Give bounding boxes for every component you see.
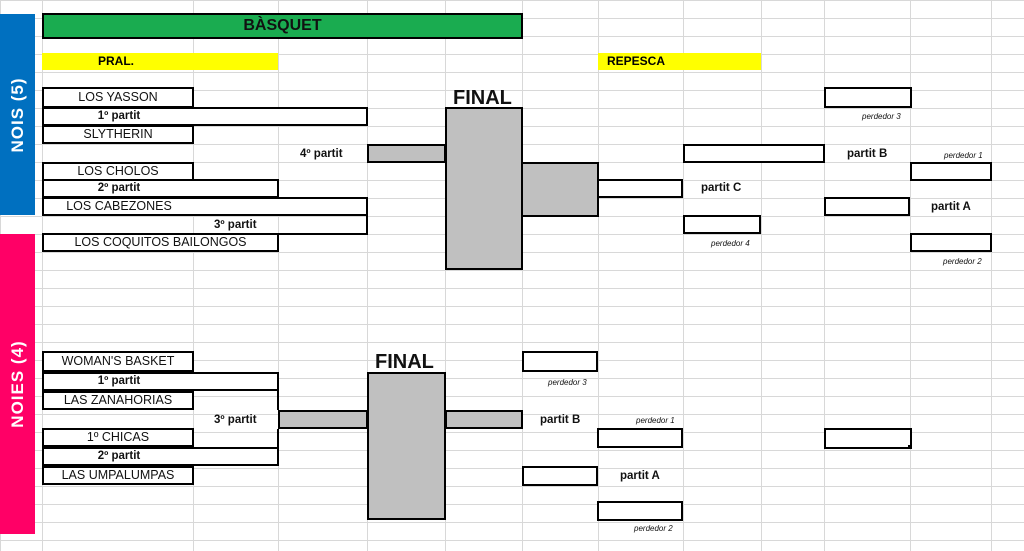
repesca-cell[interactable]: [683, 215, 761, 234]
partit-label: partit B: [847, 148, 888, 160]
perdedor-label: perdedor 3: [862, 112, 901, 121]
grid-column-line: [910, 0, 911, 551]
fill-handle[interactable]: [908, 445, 910, 447]
repesca-label: REPESCA: [607, 54, 666, 68]
grid-column-line: [445, 0, 446, 551]
team-label: LOS CABEZONES: [66, 199, 172, 213]
final-block: [445, 107, 523, 270]
match-label: 1º partit: [97, 110, 141, 122]
repesca-cell[interactable]: [824, 87, 912, 108]
perdedor-label: perdedor 2: [634, 524, 673, 533]
match-cell[interactable]: 1º partit: [42, 107, 368, 126]
team-cell[interactable]: LOS YASSON: [42, 87, 194, 108]
match-cell[interactable]: 2º partit: [42, 179, 279, 198]
connector-bar: [521, 162, 599, 217]
repesca-header: REPESCA: [598, 53, 761, 70]
perdedor-label: perdedor 2: [943, 257, 982, 266]
grid-column-line: [278, 0, 279, 551]
pral-label: PRAL.: [98, 54, 134, 68]
repesca-cell[interactable]: [597, 428, 683, 448]
repesca-cell[interactable]: [683, 144, 825, 163]
partit-label: partit A: [931, 201, 971, 213]
team-cell[interactable]: 1º CHICAS: [42, 428, 194, 447]
match-label: 3º partit: [214, 414, 257, 426]
perdedor-label: perdedor 1: [636, 416, 675, 425]
final-label: FINAL: [375, 351, 434, 373]
partit-label: partit C: [701, 182, 742, 194]
grid-column-line: [683, 0, 684, 551]
team-cell[interactable]: SLYTHERIN: [42, 125, 194, 144]
final-block: [367, 372, 446, 520]
partit-label: partit B: [540, 414, 581, 426]
bracket-line: [278, 233, 368, 235]
repesca-cell[interactable]: [597, 501, 683, 521]
match-label: 1º partit: [97, 375, 141, 387]
repesca-cell[interactable]: [597, 179, 683, 198]
noies-side-label: NOIES (4): [7, 340, 27, 428]
pral-header: PRAL.: [42, 53, 278, 70]
perdedor-label: perdedor 1: [944, 151, 983, 160]
match-label: 3º partit: [214, 219, 257, 231]
connector-bar: [367, 144, 446, 163]
grid-column-line: [991, 0, 992, 551]
bracket-line: [277, 429, 279, 448]
perdedor-label: perdedor 4: [711, 239, 750, 248]
nois-side-label: NOIS (5): [7, 76, 27, 153]
nois-side-band: NOIS (5): [0, 14, 35, 215]
bracket-line: [366, 197, 368, 234]
match-cell[interactable]: 2º partit: [42, 447, 279, 466]
repesca-cell[interactable]: [522, 466, 598, 486]
grid-column-line: [522, 0, 523, 551]
final-label: FINAL: [453, 87, 512, 109]
match-label: 2º partit: [97, 182, 141, 194]
bracket-line: [277, 447, 279, 466]
repesca-cell[interactable]: [910, 162, 992, 181]
perdedor-label: perdedor 3: [548, 378, 587, 387]
partit-label: partit A: [620, 470, 660, 482]
team-label: LOS COQUITOS BAILONGOS: [74, 235, 247, 249]
team-cell[interactable]: LOS COQUITOS BAILONGOS: [42, 233, 279, 252]
repesca-cell[interactable]: [824, 197, 910, 216]
selected-cell[interactable]: [824, 428, 912, 449]
connector-bar: [445, 410, 523, 429]
team-cell[interactable]: LOS CABEZONES: [42, 197, 368, 216]
noies-side-band: NOIES (4): [0, 234, 35, 534]
grid-column-line: [42, 0, 43, 551]
grid-column-line: [598, 0, 599, 551]
match-label: 4º partit: [300, 148, 343, 160]
match-cell[interactable]: 1º partit: [42, 372, 279, 391]
connector-bar: [278, 410, 368, 429]
team-cell[interactable]: LAS ZANAHORIAS: [42, 391, 194, 410]
team-cell[interactable]: WOMAN'S BASKET: [42, 351, 194, 372]
bracket-line: [366, 107, 368, 126]
grid-column-line: [824, 0, 825, 551]
sheet-title[interactable]: BÀSQUET: [42, 13, 523, 39]
grid-column-line: [761, 0, 762, 551]
team-cell[interactable]: LAS UMPALUMPAS: [42, 466, 194, 485]
repesca-cell[interactable]: [522, 351, 598, 372]
repesca-cell[interactable]: [910, 233, 992, 252]
bracket-line: [277, 372, 279, 410]
grid-column-line: [367, 0, 368, 551]
match-label: 2º partit: [97, 450, 141, 462]
grid-column-line: [193, 0, 194, 551]
